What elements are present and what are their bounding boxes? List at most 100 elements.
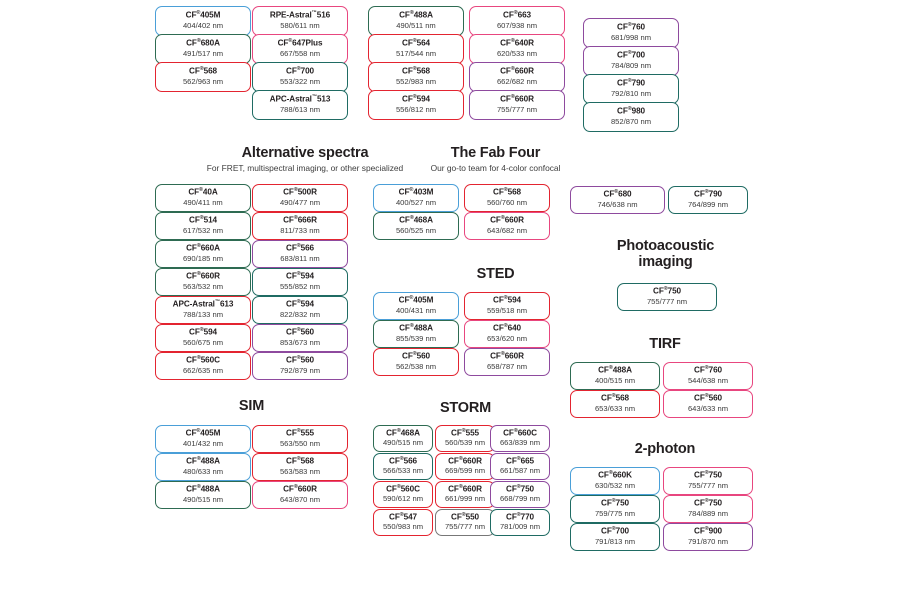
dye-name: CF®665 (506, 456, 534, 467)
dye-name-number: 660R (514, 94, 534, 104)
dye-name: CF®660A (186, 243, 220, 254)
dye-ex-em-values: 667/558 nm (279, 48, 321, 58)
dye-name-number: 405M (200, 428, 221, 438)
dye-name-base: CF (694, 498, 705, 508)
dye-name-number: 640 (507, 323, 521, 333)
dye-name-base: CF (402, 66, 413, 76)
dye-name-number: 660A (200, 243, 220, 253)
dye-ex-em-values: 553/322 nm (279, 76, 321, 86)
dye-ex-em-values: 643/682 nm (486, 225, 528, 235)
registered-mark-icon: ® (296, 327, 301, 334)
registered-mark-icon: ® (399, 455, 404, 462)
dye-name-base: CF (506, 484, 517, 494)
dye-ex-em-values: 560/539 nm (444, 438, 486, 448)
dye-name: CF®660R (490, 351, 524, 362)
dye-ex-em-values: 552/983 nm (395, 76, 437, 86)
dye-ex-em-values: 563/550 nm (279, 438, 321, 448)
registered-mark-icon: ® (503, 187, 508, 194)
dye-name-base: CF (277, 38, 289, 48)
dye-name: CF®568 (286, 456, 314, 467)
dye-ex-em-values: 683/811 nm (280, 253, 320, 263)
dye-name-number: 594 (300, 299, 314, 309)
dye-name: CF®405M (186, 10, 221, 21)
registered-mark-icon: ® (196, 428, 201, 435)
dye-name-number: 770 (520, 512, 534, 522)
